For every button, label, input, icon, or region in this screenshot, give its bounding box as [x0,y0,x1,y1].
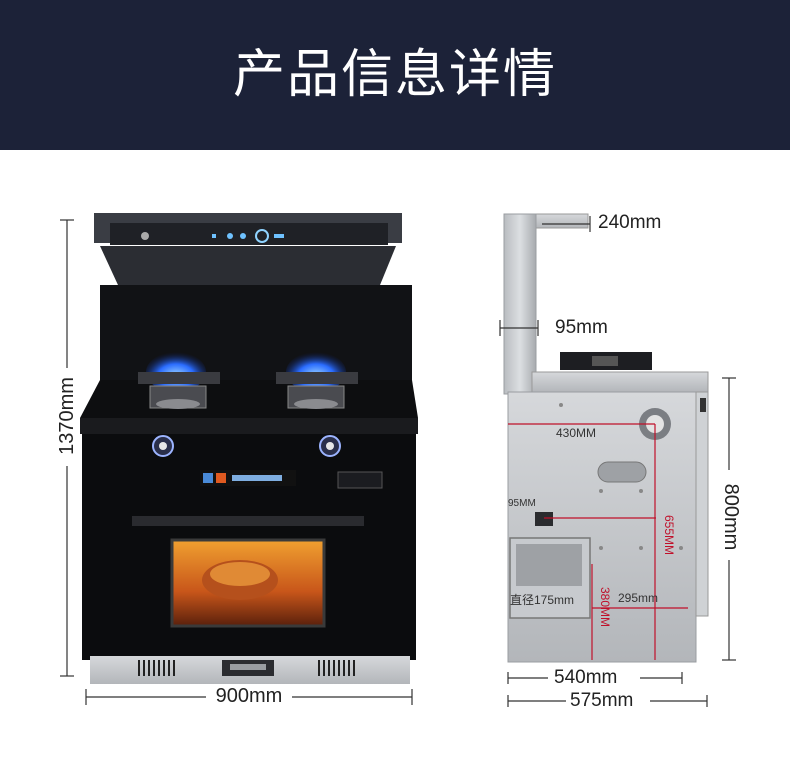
front-dimension-lines [60,219,413,705]
front-view [80,213,418,684]
body-depth-label: 540mm [554,667,618,688]
front-width-label: 900mm [215,685,283,707]
right-burner [276,352,358,409]
left-burner [138,352,220,409]
total-depth-label: 575mm [570,690,634,711]
outlet-height-label: 655MM [662,514,676,555]
duct-diameter-label: 直径175mm [510,593,575,607]
red-measure-lines [508,423,688,660]
side-dimension-lines [499,216,736,707]
inner-depth-label: 430MM [556,426,597,440]
front-height-label: 1370mm [56,377,78,455]
page-header: 产品信息详情 [0,0,790,150]
duct-height-label: 380MM [598,586,612,627]
side-height-label: 800mm [720,483,742,551]
outlet-small-label: 95MM [508,498,536,509]
duct-offset-label: 295mm [618,591,659,605]
panel-thickness-label: 95mm [555,317,608,338]
side-view [503,213,709,663]
hood-depth-label: 240mm [598,212,662,233]
page-title: 产品信息详情 [232,45,557,105]
